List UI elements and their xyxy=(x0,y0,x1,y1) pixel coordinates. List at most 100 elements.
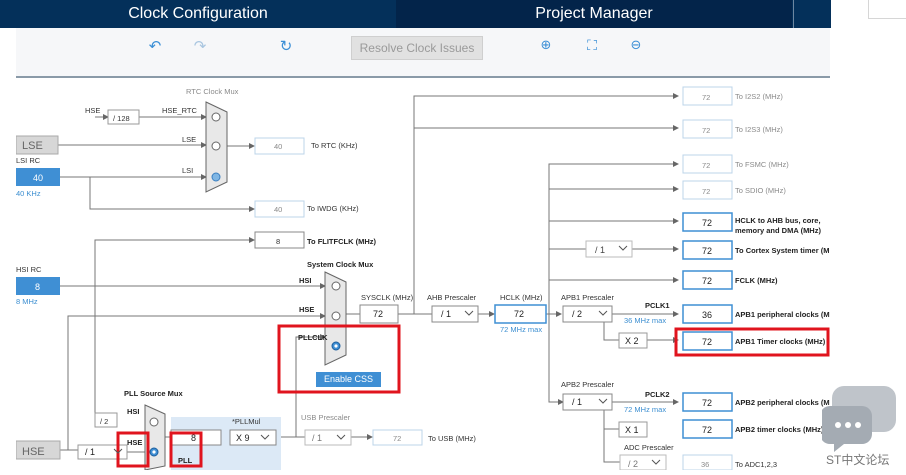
apb1-timer-mult: X 2 xyxy=(625,336,639,346)
sys-mux-pllclk: PLLCLK xyxy=(298,333,328,342)
cortex-div-value[interactable]: / 1 xyxy=(595,245,605,255)
adc-prescaler-value[interactable]: / 2 xyxy=(628,459,638,469)
pclk2-label: PCLK2 xyxy=(645,390,670,399)
pclk1-label: PCLK1 xyxy=(645,301,670,310)
hclk-max: 72 MHz max xyxy=(500,325,542,334)
out-fclk-value[interactable]: 72 xyxy=(702,276,712,286)
rtc-lsi-label: LSI xyxy=(182,166,193,175)
hsi-mhz: 8 MHz xyxy=(16,297,38,306)
tab-project-manager[interactable]: Project Manager xyxy=(396,0,792,28)
chat-bubble-icon: ST中文论坛 xyxy=(820,386,896,467)
hsi-value[interactable]: 8 xyxy=(35,282,40,292)
usb-out-label: To USB (MHz) xyxy=(428,434,476,443)
toolbar: ↶ ↷ ↻ Resolve Clock Issues ⊕ ⛶ ⊖ xyxy=(16,28,830,78)
out-i2s3-value: 72 xyxy=(702,126,710,135)
out-apb1-timer-label: APB1 Timer clocks (MHz) xyxy=(735,337,826,346)
zoom-in-icon[interactable]: ⊕ xyxy=(540,37,552,52)
pllmul-label: *PLLMul xyxy=(232,417,261,426)
pllmul-value[interactable]: X 9 xyxy=(236,433,250,443)
tab-overflow[interactable] xyxy=(793,0,831,28)
out-apb2-periph-value[interactable]: 72 xyxy=(702,398,712,408)
rtc-div128: / 128 xyxy=(113,114,130,123)
out-cortex-label: To Cortex System timer (M xyxy=(735,246,829,255)
forum-watermark: ST中文论坛 xyxy=(820,384,906,470)
apb2-value[interactable]: / 1 xyxy=(572,397,582,407)
apb2-max: 72 MHz max xyxy=(624,405,666,414)
rtc-hse-rtc-label: HSE_RTC xyxy=(162,106,197,115)
pll-mux-hse: HSE xyxy=(127,438,142,447)
out-apb1-periph-label: APB1 peripheral clocks (M xyxy=(735,310,830,319)
sys-mux-hse: HSE xyxy=(299,305,314,314)
usb-prescaler-value[interactable]: / 1 xyxy=(312,433,322,443)
apb2-timer-mult: X 1 xyxy=(625,425,639,435)
usb-out-value: 72 xyxy=(393,434,401,443)
rtc-output-label: To RTC (KHz) xyxy=(311,141,358,150)
apb1-value[interactable]: / 2 xyxy=(572,309,582,319)
iwdg-output-label: To IWDG (KHz) xyxy=(307,204,359,213)
adc-prescaler-label: ADC Prescaler xyxy=(624,443,674,452)
hclk-value[interactable]: 72 xyxy=(514,309,524,319)
window-corner xyxy=(868,0,906,19)
flitf-value: 8 xyxy=(276,237,280,246)
adc-out-label: To ADC1,2,3 xyxy=(735,460,777,469)
usb-prescaler-label: USB Prescaler xyxy=(301,413,351,422)
sys-mux-hsi: HSI xyxy=(299,276,312,285)
lsi-khz: 40 KHz xyxy=(16,189,41,198)
pll-mux-hsi: HSI xyxy=(127,407,140,416)
tab-bar: Clock Configuration Project Manager xyxy=(0,0,831,28)
fit-screen-icon[interactable]: ⛶ xyxy=(587,37,597,53)
rtc-lse-label: LSE xyxy=(182,135,196,144)
out-i2s2-label: To I2S2 (MHz) xyxy=(735,92,783,101)
out-fsmc-label: To FSMC (MHz) xyxy=(735,160,789,169)
pll-label: PLL xyxy=(178,456,193,465)
apb2-label: APB2 Prescaler xyxy=(561,380,614,389)
out-apb2-timer-value[interactable]: 72 xyxy=(702,425,712,435)
hclk-label: HCLK (MHz) xyxy=(500,293,543,302)
out-fclk-label: FCLK (MHz) xyxy=(735,276,778,285)
pll-mux-title: PLL Source Mux xyxy=(124,389,183,398)
iwdg-value: 40 xyxy=(274,205,282,214)
enable-css-button[interactable]: Enable CSS xyxy=(316,372,381,387)
out-hclk-label-2: memory and DMA (MHz) xyxy=(735,226,821,235)
tab-clock-configuration[interactable]: Clock Configuration xyxy=(0,0,396,28)
hsi-rc-label: HSI RC xyxy=(16,265,42,274)
out-hclk-label: HCLK to AHB bus, core, xyxy=(735,216,821,225)
hse-source[interactable]: HSE xyxy=(22,446,45,458)
ahb-label: AHB Prescaler xyxy=(427,293,477,302)
ahb-value[interactable]: / 1 xyxy=(441,309,451,319)
resolve-clock-issues-button[interactable]: Resolve Clock Issues xyxy=(351,36,483,60)
out-apb2-periph-label: APB2 peripheral clocks (M xyxy=(735,398,830,407)
zoom-out-icon[interactable]: ⊖ xyxy=(630,37,642,52)
out-hclk-value[interactable]: 72 xyxy=(702,218,712,228)
lse-source[interactable]: LSE xyxy=(22,140,43,152)
out-apb1-timer-value[interactable]: 72 xyxy=(702,337,712,347)
out-sdio-label: To SDIO (MHz) xyxy=(735,186,786,195)
out-i2s3-label: To I2S3 (MHz) xyxy=(735,125,783,134)
pll-input-value: 8 xyxy=(191,433,196,443)
sysclk-value: 72 xyxy=(373,309,383,319)
rtc-mux-title: RTC Clock Mux xyxy=(186,87,239,96)
out-cortex-value[interactable]: 72 xyxy=(702,246,712,256)
redo-icon[interactable]: ↷ xyxy=(193,38,207,55)
sysclk-label: SYSCLK (MHz) xyxy=(361,293,414,302)
clock-tree-diagram: RTC Clock Mux HSE / 128 HSE_RTC LSE LSI … xyxy=(16,78,830,470)
adc-out-value: 36 xyxy=(701,460,709,469)
lsi-value[interactable]: 40 xyxy=(33,173,43,183)
out-i2s2-value: 72 xyxy=(702,93,710,102)
rtc-hse-label: HSE xyxy=(85,106,100,115)
apb1-max: 36 MHz max xyxy=(624,316,666,325)
out-apb2-timer-label: APB2 timer clocks (MHz) xyxy=(735,425,824,434)
out-sdio-value: 72 xyxy=(702,187,710,196)
undo-icon[interactable]: ↶ xyxy=(148,38,162,55)
sys-mux-title: System Clock Mux xyxy=(307,260,374,269)
out-fsmc-value: 72 xyxy=(702,161,710,170)
flitf-label: To FLITFCLK (MHz) xyxy=(307,237,377,246)
out-apb1-periph-value[interactable]: 36 xyxy=(702,310,712,320)
apb1-label: APB1 Prescaler xyxy=(561,293,614,302)
watermark-text: ST中文论坛 xyxy=(826,452,889,467)
rtc-value: 40 xyxy=(274,142,282,151)
pll-div2: / 2 xyxy=(100,417,108,426)
refresh-icon[interactable]: ↻ xyxy=(279,38,293,55)
hse-div-value[interactable]: / 1 xyxy=(85,447,95,457)
lsi-rc-label: LSI RC xyxy=(16,156,41,165)
